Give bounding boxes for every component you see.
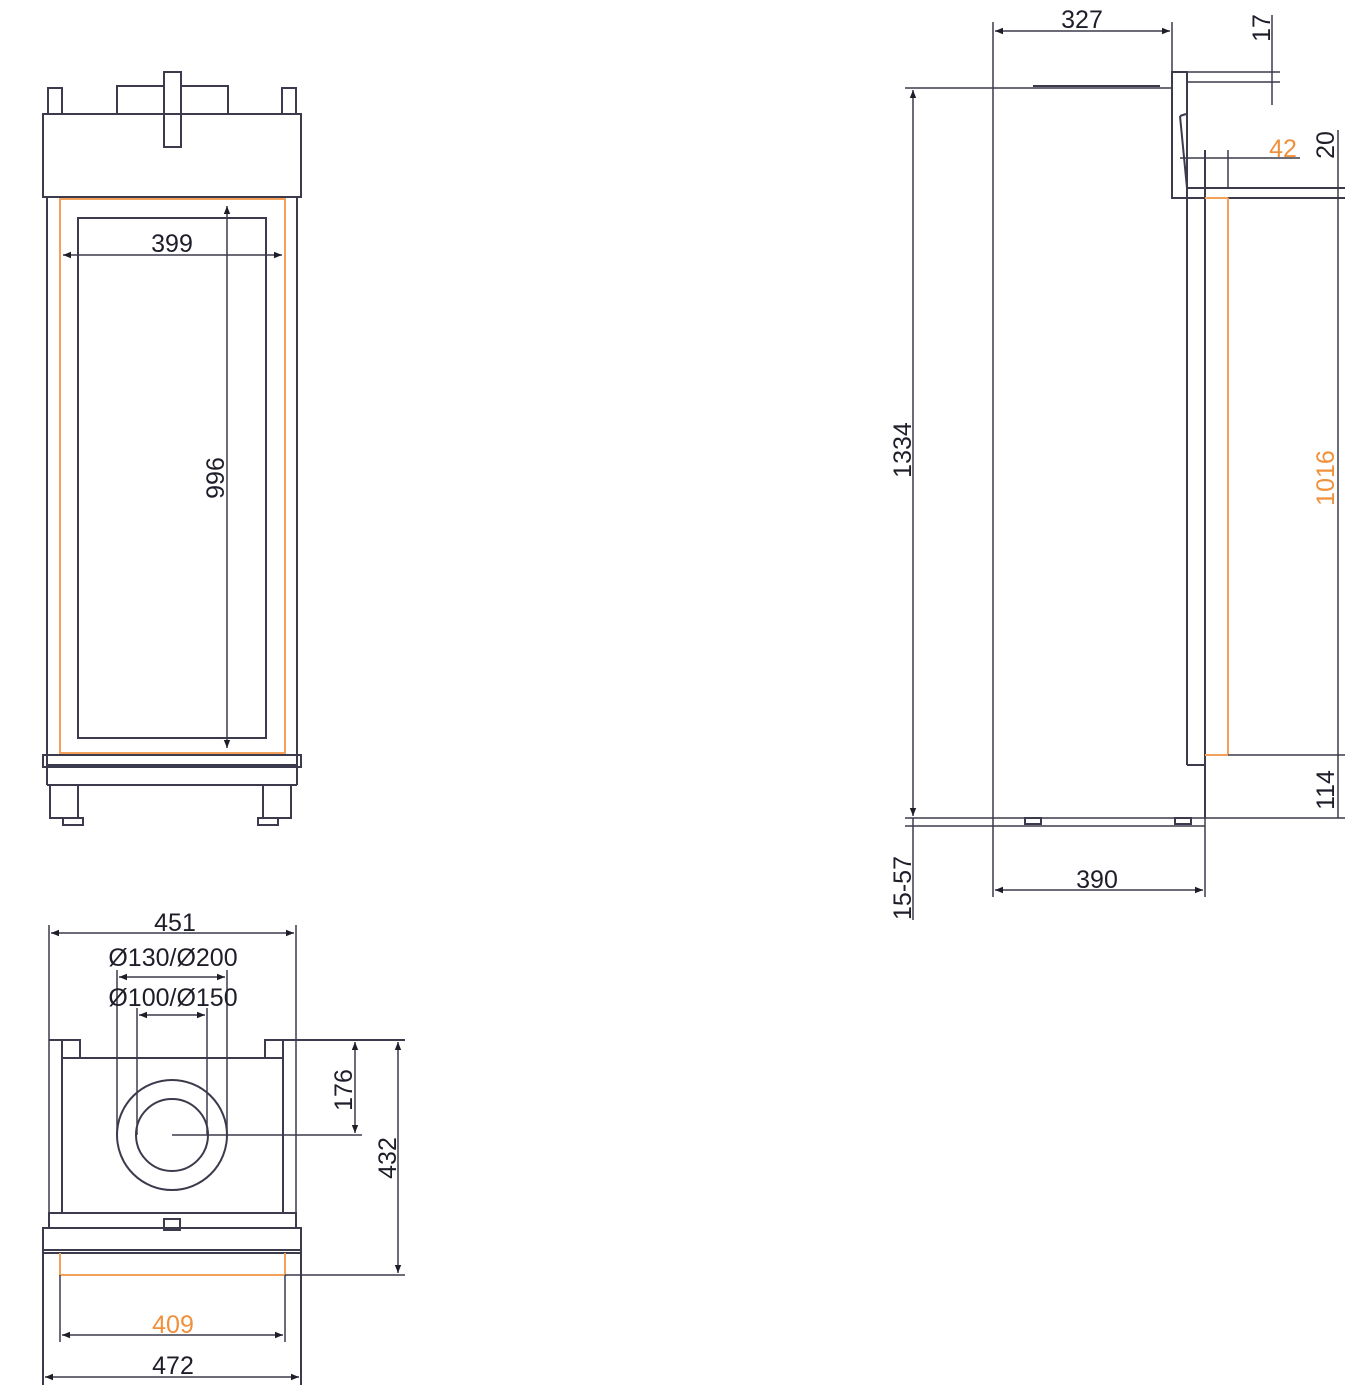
dimension-390: 390 [1076,866,1118,894]
dimension-451: 451 [154,909,196,937]
dimension-20: 20 [1312,131,1340,159]
dimension-15-57: 15-57 [889,856,917,920]
dimension-472: 472 [152,1352,194,1380]
front-view: 399 996 [42,71,302,826]
dimension-1334: 1334 [889,422,917,478]
dimension-17: 17 [1248,14,1276,42]
side-view: 1334 327 17 42 20 1016 114 15-57 390 [889,6,1345,920]
dimension-432: 432 [374,1137,402,1179]
dimension-flue-inner: Ø100/Ø150 [108,984,237,1012]
dimension-1016: 1016 [1312,450,1340,506]
dimension-409: 409 [152,1311,194,1339]
dimension-996: 996 [202,457,230,499]
top-view: 451 Ø130/Ø200 Ø100/Ø150 176 432 409 472 [42,909,405,1385]
dimension-399: 399 [151,230,193,258]
dimension-flue-outer: Ø130/Ø200 [108,944,237,972]
dimension-176: 176 [330,1069,358,1111]
dimension-114: 114 [1312,770,1340,810]
dimension-327: 327 [1061,6,1103,34]
dimension-42: 42 [1269,135,1297,163]
